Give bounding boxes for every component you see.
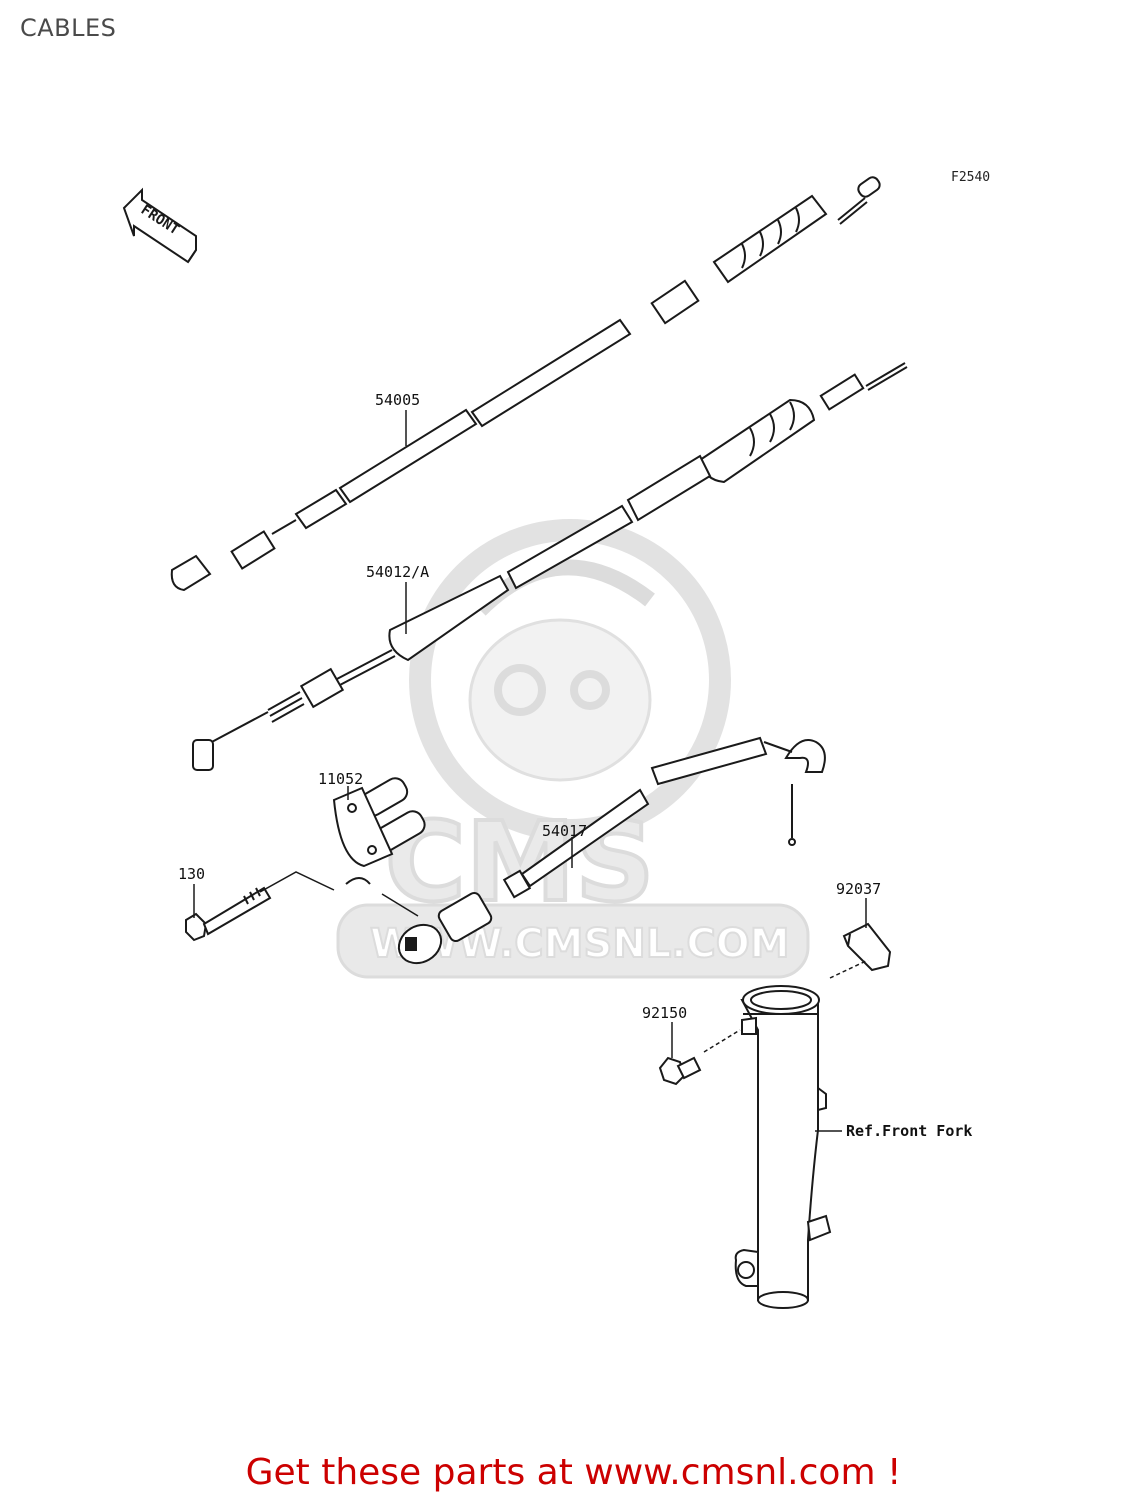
callout-92150: 92150: [642, 1004, 688, 1022]
watermark-logo: CMS WWW.CMSNL.COM: [336, 519, 810, 979]
callout-11052: 11052: [318, 770, 364, 788]
ref-front-fork-label: Ref.Front Fork: [846, 1122, 973, 1140]
bolt-130: [185, 886, 272, 942]
front-direction-arrow-icon: FRONT: [122, 187, 197, 264]
callout-92037: 92037: [836, 880, 882, 898]
callout-54012a: 54012/A: [366, 563, 430, 581]
cta-banner: Get these parts at www.cmsnl.com !: [0, 1452, 1147, 1493]
figure-code: F2540: [951, 170, 991, 185]
front-fork: [734, 985, 832, 1309]
bracket-11052: [332, 777, 426, 885]
bolt-92150: [658, 1056, 702, 1086]
callout-54017: 54017: [542, 822, 588, 840]
callout-130: 130: [178, 865, 206, 883]
cable-54005: [170, 176, 881, 592]
page-title: CABLES: [20, 14, 117, 42]
callout-54005: 54005: [375, 391, 421, 409]
clamp-92037: [842, 922, 892, 972]
leader-lines: [193, 410, 869, 1132]
cta-link[interactable]: Get these parts at www.cmsnl.com !: [245, 1452, 902, 1493]
watermark-url: WWW.CMSNL.COM: [370, 921, 790, 967]
cable-54017: [397, 736, 826, 965]
cable-54012a: [192, 362, 908, 771]
